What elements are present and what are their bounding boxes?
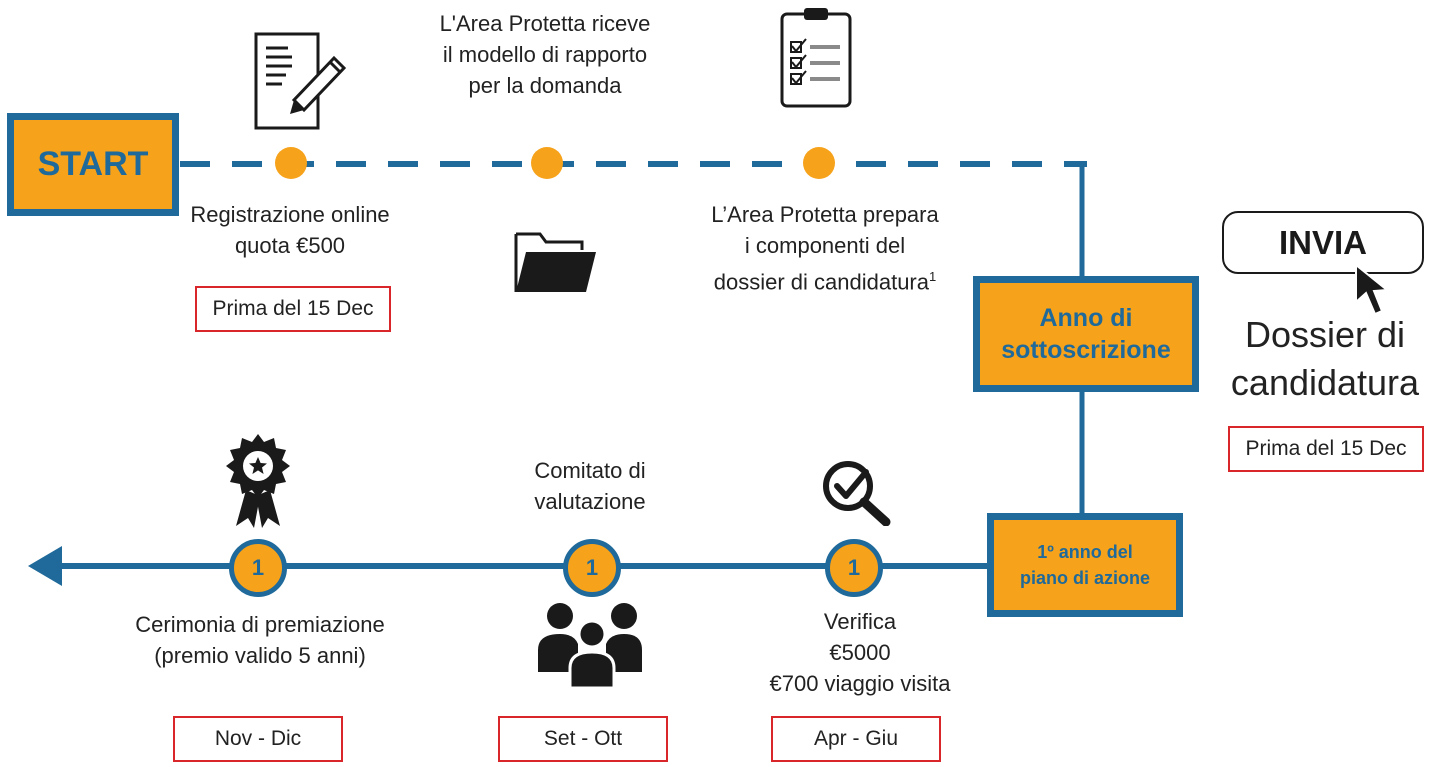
verification-label: Verifica €5000 €700 viaggio visita (769, 609, 951, 696)
action-plan-year-label: 1º anno del piano di azione (1019, 542, 1150, 588)
award-ribbon-icon (226, 434, 290, 528)
submit-button-label: INVIA (1278, 223, 1367, 261)
footnote-marker: 1 (929, 269, 937, 284)
search-check-icon (823, 461, 891, 526)
milestone-dot-registration (275, 147, 307, 179)
document-pen-icon (254, 32, 347, 130)
award-ceremony-label: Cerimonia di premiazione (premio valido … (135, 612, 385, 668)
verification-date-badge: Apr - Giu (771, 716, 941, 762)
prepare-dossier-label: L’Area Protetta prepara i componenti del… (680, 199, 970, 297)
committee-date-badge: Set - Ott (498, 716, 668, 762)
registration-label: Registrazione online quota €500 (190, 202, 390, 258)
award-date-badge: Nov - Dic (173, 716, 343, 762)
milestone-dot-prepare-dossier (803, 147, 835, 179)
subscription-year-label: Anno di sottoscrizione (1001, 304, 1171, 364)
checklist-clipboard-icon (780, 8, 852, 108)
mouse-cursor-icon (1355, 262, 1390, 316)
milestone-number-award: 1 (229, 539, 287, 597)
dossier-caption: Dossier di candidatura (1230, 314, 1420, 403)
milestone-number-committee: 1 (563, 539, 621, 597)
milestone-dot-report-template (531, 147, 563, 179)
registration-date-badge: Prima del 15 Dec (195, 286, 391, 332)
prepare-dossier-text: L’Area Protetta prepara i componenti del… (711, 202, 939, 295)
submit-button[interactable]: INVIA (1222, 211, 1424, 274)
group-people-icon (538, 603, 642, 688)
committee-label: Comitato di valutazione (534, 458, 646, 514)
start-label: START (37, 145, 149, 183)
report-template-label: L'Area Protetta riceve il modello di rap… (439, 11, 651, 98)
milestone-number-verification: 1 (825, 539, 883, 597)
folder-icon (514, 232, 596, 292)
dossier-date-badge: Prima del 15 Dec (1228, 426, 1424, 472)
action-plan-year-box: 1º anno del piano di azione (987, 513, 1183, 617)
arrow-left-icon (28, 546, 62, 586)
start-box: START (7, 113, 179, 216)
subscription-year-box: Anno di sottoscrizione (973, 276, 1199, 392)
